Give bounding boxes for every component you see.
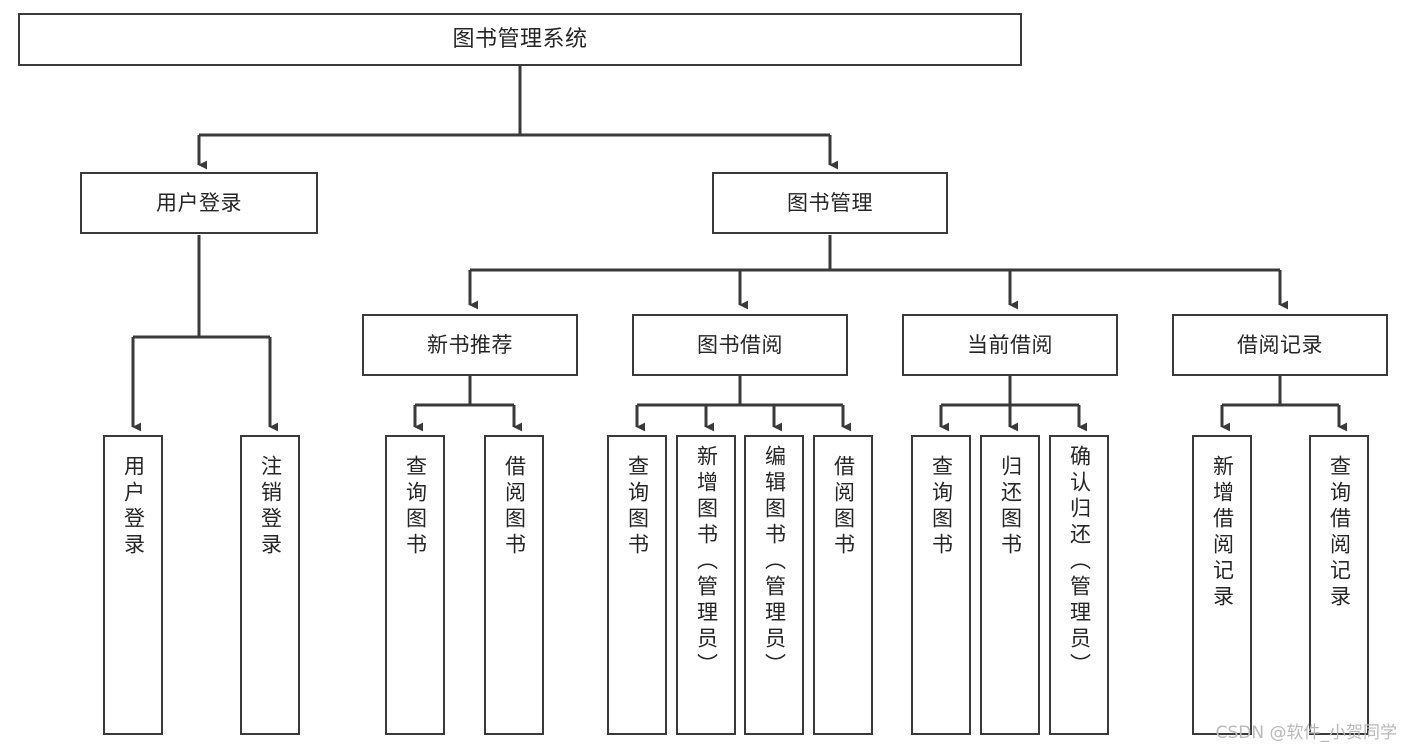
node-book-borrow[interactable]: 图书借阅 [632, 314, 848, 376]
node-leaf-user-login-label: 用户登录 [121, 455, 146, 559]
node-leaf-record-query[interactable]: 查询借阅记录 [1309, 435, 1369, 735]
node-user-login-label: 用户登录 [156, 190, 242, 215]
node-leaf-borrow-edit-label: 编辑图书（管理员） [762, 445, 787, 679]
node-leaf-rec-query-label: 查询图书 [403, 455, 428, 559]
node-leaf-borrow-query[interactable]: 查询图书 [607, 435, 667, 735]
node-leaf-record-add[interactable]: 新增借阅记录 [1192, 435, 1252, 735]
node-leaf-user-login[interactable]: 用户登录 [103, 435, 163, 735]
node-leaf-current-query-label: 查询图书 [929, 455, 954, 559]
node-leaf-record-add-label: 新增借阅记录 [1210, 455, 1235, 611]
node-leaf-borrow-add[interactable]: 新增图书（管理员） [676, 435, 736, 735]
node-leaf-borrow-do-label: 借阅图书 [831, 455, 856, 559]
node-leaf-borrow-add-label: 新增图书（管理员） [694, 445, 719, 679]
node-book-borrow-label: 图书借阅 [697, 332, 783, 357]
node-current-borrow-label: 当前借阅 [967, 332, 1053, 357]
node-leaf-current-return-label: 归还图书 [998, 455, 1023, 559]
node-borrow-record-label: 借阅记录 [1237, 332, 1323, 357]
node-leaf-record-query-label: 查询借阅记录 [1327, 455, 1352, 611]
node-leaf-current-return[interactable]: 归还图书 [980, 435, 1040, 735]
connector-bookmanage-to-level3 [468, 235, 1288, 310]
node-borrow-record[interactable]: 借阅记录 [1172, 314, 1388, 376]
node-leaf-borrow-do[interactable]: 借阅图书 [813, 435, 873, 735]
node-leaf-rec-borrow-label: 借阅图书 [502, 455, 527, 559]
node-root-label: 图书管理系统 [452, 26, 588, 52]
node-leaf-current-confirm-label: 确认归还（管理员） [1067, 445, 1092, 679]
node-user-login[interactable]: 用户登录 [80, 172, 318, 234]
watermark: CSDN @软件_小贺同学 [1215, 723, 1397, 743]
node-new-book-rec[interactable]: 新书推荐 [362, 314, 578, 376]
node-book-manage[interactable]: 图书管理 [712, 172, 948, 234]
node-leaf-current-confirm[interactable]: 确认归还（管理员） [1049, 435, 1109, 735]
connector-newbookrec-to-leaves [413, 376, 522, 432]
node-root[interactable]: 图书管理系统 [18, 13, 1022, 66]
node-book-manage-label: 图书管理 [787, 190, 873, 215]
connector-borrowrecord-to-leaves [1220, 376, 1347, 432]
node-leaf-rec-borrow[interactable]: 借阅图书 [484, 435, 544, 735]
node-leaf-user-logout[interactable]: 注销登录 [240, 435, 300, 735]
node-leaf-user-logout-label: 注销登录 [258, 455, 283, 559]
connector-userlogin-to-leaves [131, 235, 278, 432]
node-new-book-rec-label: 新书推荐 [427, 332, 513, 357]
node-leaf-borrow-edit[interactable]: 编辑图书（管理员） [744, 435, 804, 735]
node-leaf-rec-query[interactable]: 查询图书 [385, 435, 445, 735]
connector-currentborrow-to-leaves [939, 376, 1087, 432]
node-current-borrow[interactable]: 当前借阅 [902, 314, 1118, 376]
connector-bookborrow-to-leaves [635, 376, 851, 432]
node-leaf-current-query[interactable]: 查询图书 [911, 435, 971, 735]
node-leaf-borrow-query-label: 查询图书 [625, 455, 650, 559]
connector-root-to-level2 [197, 66, 838, 170]
